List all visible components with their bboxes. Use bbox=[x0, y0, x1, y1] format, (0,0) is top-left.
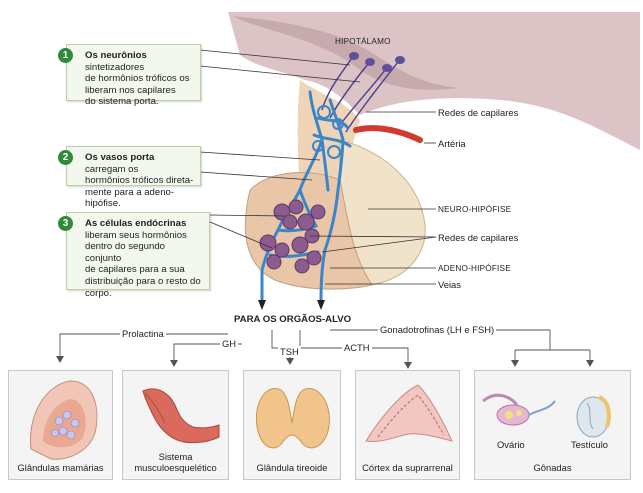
hormone-tsh: TSH bbox=[278, 346, 301, 357]
mammary-caption: Glândulas mamárias bbox=[17, 462, 104, 473]
adrenal-illustration bbox=[365, 384, 453, 442]
neuron-cell-bodies bbox=[349, 52, 405, 72]
hypothalamus-label: HIPOTÁLAMO bbox=[335, 37, 391, 46]
artery-vessel bbox=[353, 125, 423, 143]
thyroid-illustration bbox=[255, 388, 330, 449]
thyroid-caption: Glândula tireoide bbox=[256, 462, 328, 473]
step-1-text-4: do sistema porta. bbox=[85, 96, 159, 108]
capillaries-bottom-label: Redes de capilares bbox=[438, 232, 519, 243]
gonads-illustration bbox=[482, 393, 611, 438]
step-1-text-2: de hormônios tróficos os bbox=[85, 73, 190, 85]
step-1-number: 1 bbox=[58, 48, 73, 63]
veins-label: Veias bbox=[438, 279, 461, 290]
breast-illustration bbox=[30, 380, 98, 460]
hormone-gh: GH bbox=[220, 338, 239, 349]
target-organs-title: PARA OS ORGÃOS-ALVO bbox=[234, 314, 352, 325]
step-2-text-3: mente para a adeno-hipófise. bbox=[85, 186, 175, 210]
musculoskeletal-caption: Sistema musculoesquelético bbox=[123, 451, 228, 473]
third-ventricle bbox=[232, 16, 460, 90]
panel-gonads: Ovário Testículo Gônadas bbox=[474, 370, 631, 480]
hormone-acth: ACTH bbox=[342, 342, 372, 353]
musculoskeletal-caption-1: Sistema bbox=[158, 451, 193, 462]
capillary-loops bbox=[312, 105, 344, 159]
panel-musculoskeletal: Sistema musculoesquelético bbox=[122, 370, 229, 480]
panel-thyroid: Glândula tireoide bbox=[243, 370, 341, 480]
step-3-number: 3 bbox=[58, 216, 73, 231]
capillaries-top-label: Redes de capilares bbox=[438, 107, 519, 118]
testis-caption: Testículo bbox=[571, 439, 608, 450]
step-2-text-2: hormônios tróficos direta- bbox=[85, 175, 194, 187]
testis-illustration bbox=[576, 395, 611, 438]
endocrine-cells bbox=[259, 199, 326, 274]
hormone-gonadotropins: Gonadotrofinas (LH e FSH) bbox=[378, 324, 497, 335]
hormone-arrowheads bbox=[56, 356, 594, 369]
muscle-illustration bbox=[142, 388, 220, 444]
step-3-text-4: distribuição para o resto do bbox=[85, 275, 201, 287]
step-1-callout: 1 Os neurônios sintetizadores de hormôni… bbox=[58, 44, 201, 107]
gonads-caption: Gônadas bbox=[533, 462, 572, 473]
panel-adrenal-cortex: Córtex da suprarrenal bbox=[355, 370, 460, 480]
step-3-text-2: dentro do segundo conjunto bbox=[85, 241, 166, 264]
step-3-callout: 3 As células endócrinas liberam seus hor… bbox=[58, 212, 210, 299]
step-3-bold: As células endócrinas bbox=[85, 218, 187, 229]
step-1-text-1: sintetizadores bbox=[85, 61, 145, 73]
ovary-illustration bbox=[482, 393, 556, 426]
veins-arrows bbox=[258, 300, 325, 310]
step-3-text-1: liberam seus hormônios bbox=[85, 229, 187, 241]
panel-mammary-glands: Glândulas mamárias bbox=[8, 370, 113, 480]
ovary-caption: Ovário bbox=[497, 439, 525, 450]
adenohypophysis-label: ADENO-HIPÓFISE bbox=[438, 264, 511, 273]
step-2-callout: 2 Os vasos porta carregam os hormônios t… bbox=[58, 146, 201, 209]
hormone-prolactin: Prolactina bbox=[120, 328, 166, 339]
step-2-text-1: carregam os bbox=[85, 163, 139, 175]
neurohypophysis-label: NEURO-HIPÓFISE bbox=[438, 205, 512, 214]
musculoskeletal-caption-2: musculoesquelético bbox=[134, 462, 217, 473]
step-1-bold: Os neurônios bbox=[85, 50, 147, 61]
step-3-text-5: corpo. bbox=[85, 287, 112, 299]
adrenal-caption: Córtex da suprarrenal bbox=[362, 462, 453, 473]
step-2-number: 2 bbox=[58, 150, 73, 165]
step-3-text-3: de capilares para a sua bbox=[85, 264, 185, 276]
artery-label: Artéria bbox=[438, 138, 466, 149]
step-1-text-3: liberam nos capilares bbox=[85, 84, 176, 96]
leader-lines bbox=[199, 49, 437, 285]
step-2-bold: Os vasos porta bbox=[85, 152, 155, 163]
